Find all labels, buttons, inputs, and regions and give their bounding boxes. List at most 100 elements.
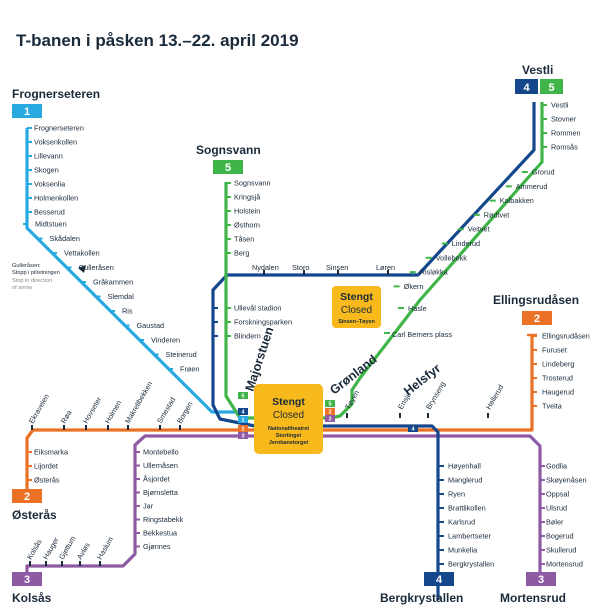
- station-vestli-4: Grorud: [532, 168, 555, 177]
- station-bergkrystallen-6: Munkelia: [448, 546, 478, 555]
- terminus-vestli: Vestli: [522, 63, 553, 77]
- station-kolsas_branch-1: Ullernåsen: [143, 461, 178, 470]
- station-sognsvann-1: Kringsjå: [234, 193, 261, 202]
- line-3-badge-kolsas-label: 3: [24, 574, 30, 586]
- station-mortensrud-0: Godlia: [546, 462, 568, 471]
- terminus-mortensrud: Mortensrud: [500, 591, 566, 605]
- line-3-badge-mortensrud-label: 3: [538, 574, 544, 586]
- closed-sinsen-segment: Sinsen–Tøyen: [338, 319, 375, 325]
- line-4-badge-bergkrystallen-label: 4: [436, 574, 443, 586]
- station-vestli-9: Linderud: [452, 239, 480, 248]
- station-ring_left-0: Ullevål stadion: [234, 304, 281, 313]
- station-bergkrystallen-4: Karlsrud: [448, 518, 475, 527]
- station-osteras_branch-2: Østerås: [34, 476, 60, 485]
- line-1-badge-label: 1: [24, 106, 30, 118]
- line-2-badge-ellingsrud-label: 2: [534, 313, 540, 325]
- terminus-sognsvann: Sognsvann: [196, 143, 261, 157]
- line-4-badge-vestli-label: 4: [523, 82, 530, 94]
- line-2-badge-osteras-label: 2: [24, 491, 30, 503]
- station-sognsvann-0: Sognsvann: [234, 179, 271, 188]
- station-vestli-10: Vollebekk: [436, 253, 468, 262]
- station-vestli-2: Rommen: [551, 129, 581, 138]
- station-vestli-0: Vestli: [551, 101, 569, 110]
- station-kolsas_branch-5: Ringstabekk: [143, 515, 184, 524]
- station-line1-0: Frognerseteren: [34, 124, 84, 133]
- svg-text:2: 2: [328, 410, 331, 416]
- station-bergkrystallen-3: Brattlikollen: [448, 504, 486, 513]
- line-4-route: [211, 102, 536, 600]
- station-vestli-8: Veitvet: [468, 225, 490, 234]
- map-title: T-banen i påsken 13.–22. april 2019: [16, 31, 299, 50]
- svg-text:5: 5: [328, 402, 331, 408]
- line-3-badge-kolsas: [12, 572, 42, 586]
- station-kolsas_bottom-4: Haslum: [95, 535, 115, 561]
- station-line1-4: Voksenlia: [34, 180, 66, 189]
- line-2-badge-osteras: [12, 489, 42, 503]
- station-line1-14: Gaustad: [137, 321, 165, 330]
- station-ring_right-1: Carl Berners plass: [392, 330, 452, 339]
- station-kolsas_branch-2: Åsjordet: [143, 475, 170, 484]
- note-grey-line-1: Stop in direction: [12, 278, 52, 284]
- station-ellingsrud-4: Haugerud: [542, 388, 574, 397]
- closed-center-stengt: Stengt: [272, 396, 305, 408]
- station-ring_top-2: Sinsen: [326, 263, 348, 272]
- direction-arrow-icon: [78, 265, 86, 273]
- mini-badge-5: [238, 392, 248, 399]
- closed-center-station-2: Stortinget: [276, 433, 302, 439]
- station-bergkrystallen-7: Bergkrystallen: [448, 560, 494, 569]
- station-ellingsrud-0: Ellingsrudåsen: [542, 332, 590, 341]
- mini-badge-3: [238, 432, 248, 439]
- station-ring_top-3: Løren: [376, 263, 395, 272]
- station-line1-6: Besserud: [34, 208, 65, 217]
- station-osteras-2: Hovseter: [81, 395, 104, 425]
- line-5-route: [224, 102, 544, 420]
- station-ticks: [23, 104, 547, 566]
- station-ellingsrud-1: Furuset: [542, 346, 567, 355]
- mini-badge-1: [238, 416, 248, 423]
- svg-text:4: 4: [411, 427, 415, 433]
- closed-sinsen-box: [332, 286, 381, 328]
- station-bergkrystallen-1: Manglerud: [448, 476, 482, 485]
- station-line1-9: Vettakollen: [64, 249, 100, 258]
- station-line1-15: Vinderen: [151, 336, 180, 345]
- station-osteras-3: Holmen: [103, 399, 123, 425]
- station-vestli-3: Romsås: [551, 143, 578, 152]
- station-line1-3: Skogen: [34, 166, 59, 175]
- closed-sinsen-stengt: Stengt: [340, 291, 373, 303]
- station-ring_top-1: Storo: [292, 263, 309, 272]
- station-line1-10: Gulleråsen: [79, 263, 114, 272]
- station-mortensrud-4: Bøler: [546, 518, 564, 527]
- station-osteras-4: Makrellbekken: [123, 380, 154, 425]
- note-line-1: Gulleråsen:: [12, 262, 41, 269]
- station-ring_left-2: Blindern: [234, 332, 261, 341]
- terminus-ellingsrudasen: Ellingsrudåsen: [493, 293, 579, 307]
- station-sognsvann-5: Berg: [234, 249, 249, 258]
- station-line1-17: Frøen: [180, 365, 199, 374]
- line-2-badge-ellingsrud: [522, 311, 552, 325]
- svg-text:3: 3: [241, 434, 244, 440]
- station-ring_right-0: Hasle: [408, 304, 427, 313]
- mini-badge-2-east: [325, 408, 335, 415]
- station-osteras-1: Røa: [59, 408, 74, 425]
- terminus-osteras: Østerås: [12, 508, 57, 522]
- closed-center-station-1: Nationaltheatret: [268, 426, 309, 432]
- line-3-route: [25, 434, 542, 574]
- station-osteras-6: Borgen: [175, 400, 195, 425]
- station-mortensrud-7: Mortensrud: [546, 560, 583, 569]
- station-vestli-12: Økern: [404, 282, 424, 291]
- station-line1-12: Slemdal: [108, 292, 135, 301]
- line-5-badge-sognsvann: [213, 160, 243, 174]
- station-ring_left-1: Forskningsparken: [234, 318, 292, 327]
- station-line1-13: Ris: [122, 307, 133, 316]
- station-labels: FrognerseterenVoksenkollenLillevannSkoge…: [25, 101, 590, 569]
- line-5-badge-vestli: [540, 79, 563, 94]
- station-kolsas_branch-4: Jar: [143, 502, 154, 511]
- station-line1-8: Skådalen: [50, 234, 80, 243]
- station-kolsas_branch-3: Bjørnsletta: [143, 488, 179, 497]
- station-osteras-0: Ekraveien: [27, 392, 51, 425]
- note-grey-line-2: of arrow: [12, 285, 33, 291]
- station-bergkrystallen-2: Ryen: [448, 490, 465, 499]
- station-mortensrud-1: Skøyenåsen: [546, 476, 587, 485]
- line-5-badge-sognsvann-label: 5: [225, 162, 231, 174]
- station-sognsvann-4: Tåsen: [234, 235, 254, 244]
